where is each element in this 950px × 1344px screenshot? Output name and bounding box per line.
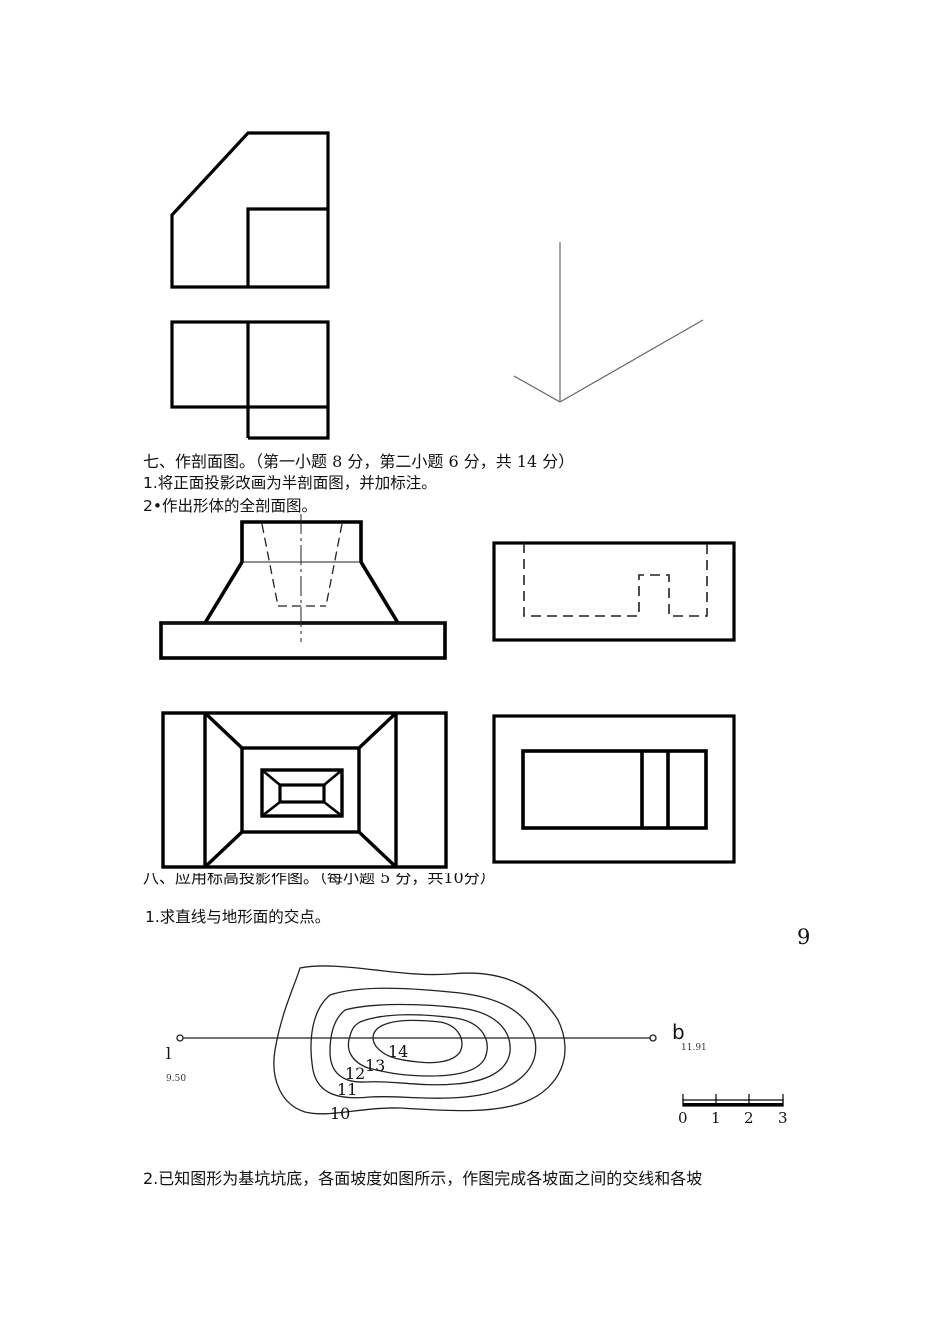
point-a-label: l — [166, 1044, 172, 1063]
frustum-top-view — [161, 711, 448, 869]
scale-tick-0: 0 — [678, 1109, 688, 1127]
point-b-label: b — [672, 1020, 685, 1044]
prism-top-view — [170, 320, 330, 440]
section-7-question-1: 1.将正面投影改画为半剖面图，并加标注。 — [143, 474, 437, 492]
scale-bar — [682, 1094, 784, 1107]
page-number: 9 — [797, 925, 811, 949]
point-a-elevation: 9.50 — [166, 1074, 187, 1084]
section-8-heading-text: 八、应用标高投影作图。（每小题 5 分，共10分） — [143, 873, 488, 887]
contour-label-14: 14 — [388, 1042, 409, 1061]
contour-13 — [347, 1014, 488, 1077]
topographic-map — [176, 965, 657, 1115]
prism-front-view — [170, 131, 330, 289]
block-top-view — [492, 714, 736, 864]
scale-tick-1: 1 — [711, 1109, 721, 1127]
contour-label-11: 11 — [337, 1080, 358, 1099]
section-8-question-2: 2.已知图形为基坑坑底，各面坡度如图所示，作图完成各坡面之间的交线和各坡 — [143, 1169, 703, 1188]
point-b — [649, 1034, 657, 1042]
frustum-front-view — [159, 514, 447, 660]
block-front-view — [492, 541, 736, 642]
section-7-question-2: 2•作出形体的全剖面图。 — [143, 497, 318, 515]
contour-11 — [310, 987, 537, 1099]
contour-label-10: 10 — [330, 1104, 351, 1123]
section-7-heading: 七、作剖面图。（第一小题 8 分，第二小题 6 分，共 14 分） — [143, 452, 575, 471]
scale-tick-3: 3 — [778, 1109, 788, 1127]
axis-construction-lines — [513, 242, 704, 403]
scale-tick-2: 2 — [744, 1109, 754, 1127]
contour-label-12: 12 — [345, 1064, 366, 1083]
contour-12 — [329, 1003, 511, 1086]
point-a — [176, 1034, 184, 1042]
contour-14 — [372, 1019, 463, 1064]
section-8-question-1: 1.求直线与地形面的交点。 — [145, 908, 331, 926]
section-8-heading: 八、应用标高投影作图。（每小题 5 分，共10分） — [143, 873, 488, 889]
contour-label-13: 13 — [365, 1056, 386, 1075]
contour-10 — [273, 965, 566, 1115]
point-b-elevation: 11.91 — [681, 1043, 707, 1053]
